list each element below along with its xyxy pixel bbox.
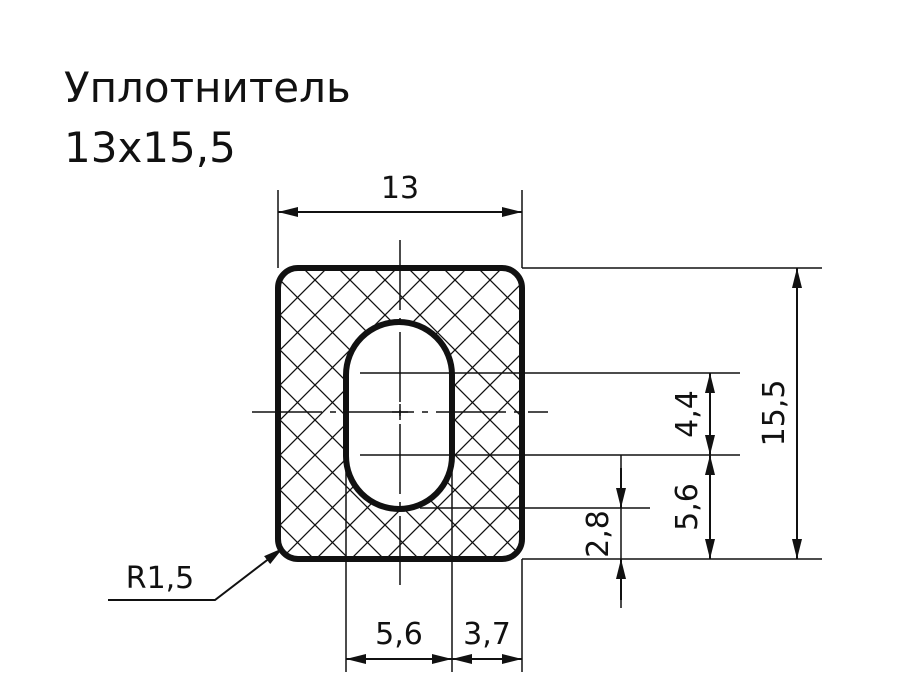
extension-lines	[277, 190, 822, 672]
dim-hole-width-text: 5,6	[375, 617, 423, 652]
dim-width-text: 13	[381, 171, 419, 206]
seal-profile	[275, 265, 525, 562]
dim-radius-text: R1,5	[126, 561, 195, 596]
cavity-contour	[343, 319, 455, 512]
dim-small-offset-text: 2,8	[581, 510, 616, 558]
drawing-title: Уплотнитель	[64, 63, 351, 112]
dim-hole-height-text: 4,4	[670, 390, 705, 438]
seal-body	[278, 268, 522, 559]
radius-leader	[108, 547, 284, 601]
drawing-subtitle: 13x15,5	[64, 123, 236, 172]
dim-lower-offset-text: 5,6	[670, 483, 705, 531]
dimension-lines	[108, 207, 802, 664]
dim-side-wall-text: 3,7	[463, 617, 511, 652]
dim-height-text: 15,5	[757, 380, 792, 447]
center-cross	[392, 404, 408, 420]
